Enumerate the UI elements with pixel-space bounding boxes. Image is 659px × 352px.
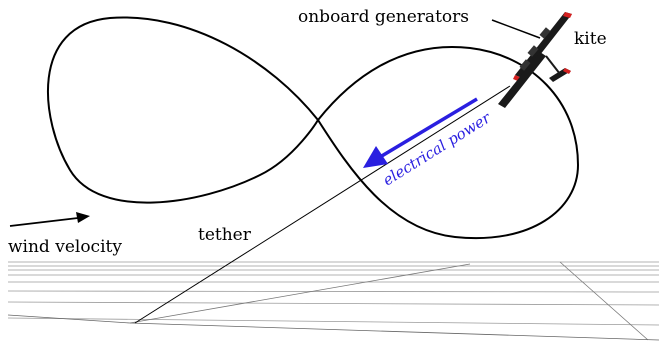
tether-line — [134, 85, 511, 324]
tether-label: tether — [198, 225, 252, 245]
figure-eight-path — [46, 16, 580, 240]
ground-grid — [7, 261, 659, 341]
wind-velocity-label: wind velocity — [8, 237, 122, 257]
wind-velocity-arrow — [9, 212, 90, 227]
electrical-power-arrow — [363, 97, 478, 168]
kite-label: kite — [574, 29, 607, 49]
generators-pointer-line — [491, 19, 541, 39]
onboard-generators-label: onboard generators — [298, 7, 469, 27]
kite-aircraft — [498, 12, 572, 108]
